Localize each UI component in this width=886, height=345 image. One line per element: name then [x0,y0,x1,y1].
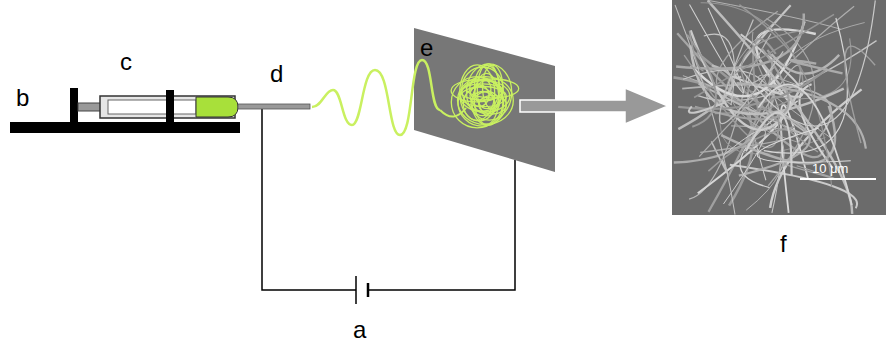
needle [238,104,310,109]
fiber-loop [471,92,494,116]
magnify-arrow [520,88,668,124]
polymer-solution [196,97,238,117]
part-letter: a [353,318,366,342]
scale-bar [800,178,876,180]
fiber [687,35,716,127]
fiber [757,128,851,162]
fiber [701,3,832,187]
fiber [746,113,792,176]
wire [262,107,356,290]
pusher-block [70,88,78,124]
fiber [791,60,842,73]
plunger [108,100,196,114]
fiber [707,0,841,29]
part-letter: f [780,232,787,256]
part-letter: e [420,36,433,60]
battery-symbol [367,283,370,297]
polymer-jet [312,60,440,135]
scale-label: 10 μm [812,162,848,175]
wire [368,160,515,290]
fiber [719,19,783,123]
sem-image [672,0,886,215]
fiber [675,5,735,215]
fiber [752,32,772,95]
syringe-clamp [166,90,174,124]
fiber-deposit [440,64,519,128]
polymer-jet [440,108,466,117]
fiber [845,46,875,143]
fiber [689,102,726,113]
pump-base [10,122,240,133]
fiber [764,18,848,153]
part-letter: b [16,86,29,110]
fiber [740,0,876,126]
battery-symbol [355,276,357,304]
fiber-loop [462,67,503,111]
part-letter: d [270,62,283,86]
fiber-mesh [673,0,876,215]
fiber [758,84,851,205]
fiber [723,129,765,204]
fiber [741,31,817,152]
part-letter: c [120,50,132,74]
